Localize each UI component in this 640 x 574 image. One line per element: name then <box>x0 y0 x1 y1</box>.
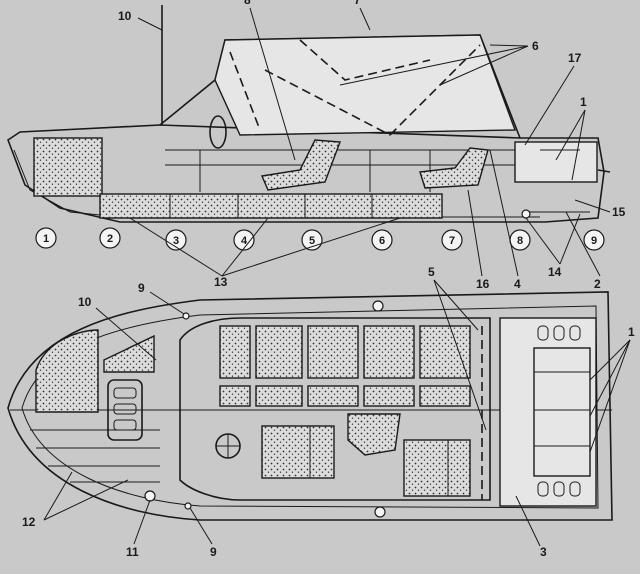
cleat-top <box>372 300 384 312</box>
forward-foam-plan <box>103 334 155 373</box>
callout-9-bottom: 9 <box>210 545 217 559</box>
callout-11: 11 <box>126 545 139 559</box>
cockpit-coaming <box>179 317 491 501</box>
section-8: 8 <box>517 235 523 247</box>
callout-17-top: 17 <box>568 51 582 65</box>
callout-7-top: 7 <box>354 0 361 7</box>
section-5: 5 <box>309 235 315 247</box>
keel-foam-blocks <box>99 193 443 219</box>
bow-foam-block <box>33 137 103 197</box>
section-1: 1 <box>43 233 49 245</box>
callout-14: 14 <box>548 265 562 279</box>
section-9: 9 <box>591 235 597 247</box>
callout-1-top: 1 <box>580 95 587 109</box>
callout-1-plan: 1 <box>628 325 635 339</box>
drain-slots <box>537 325 581 497</box>
canopy-panel <box>214 34 516 136</box>
plan-view: 9 10 5 1 12 11 9 3 <box>7 265 635 559</box>
floor-foam-cells <box>219 325 471 456</box>
canopy-folded-frame <box>229 39 481 136</box>
steering-wheel-side <box>209 115 227 149</box>
cleat-bottom <box>374 506 386 518</box>
section-3: 3 <box>173 235 179 247</box>
rear-seat-plan <box>403 439 471 497</box>
rear-seat-side <box>419 147 489 189</box>
callout-12: 12 <box>22 515 36 529</box>
callout-15: 15 <box>612 205 626 219</box>
callout-9-top: 9 <box>138 281 145 295</box>
cleat-bow <box>144 490 156 502</box>
motor-mount <box>533 347 591 477</box>
hull-side-outline <box>7 124 605 223</box>
transom-bracket <box>597 169 611 173</box>
callout-8-top: 8 <box>244 0 251 7</box>
section-6: 6 <box>379 235 385 247</box>
section-2: 2 <box>107 233 113 245</box>
callout-13: 13 <box>214 275 228 289</box>
bow-foam-plan <box>35 329 99 413</box>
side-view: 10 8 7 6 17 1 1 2 3 4 5 6 7 8 9 13 1 <box>7 0 626 291</box>
front-seat-plan <box>261 425 335 479</box>
motor-well <box>514 141 598 183</box>
callout-6-top: 6 <box>532 39 539 53</box>
callout-2-bottom: 2 <box>594 277 601 291</box>
callout-5-plan: 5 <box>428 265 435 279</box>
front-seat-side <box>261 139 341 191</box>
callout-10-plan: 10 <box>78 295 92 309</box>
section-4: 4 <box>241 235 248 247</box>
callout-3-plan: 3 <box>540 545 547 559</box>
callout-10-top: 10 <box>118 9 132 23</box>
section-7: 7 <box>449 235 455 247</box>
section-markers: 1 2 3 4 5 6 7 8 9 <box>35 227 605 251</box>
bow-hatch <box>107 379 143 441</box>
callout-16: 16 <box>476 277 490 291</box>
callout-4-bottom: 4 <box>514 277 521 291</box>
